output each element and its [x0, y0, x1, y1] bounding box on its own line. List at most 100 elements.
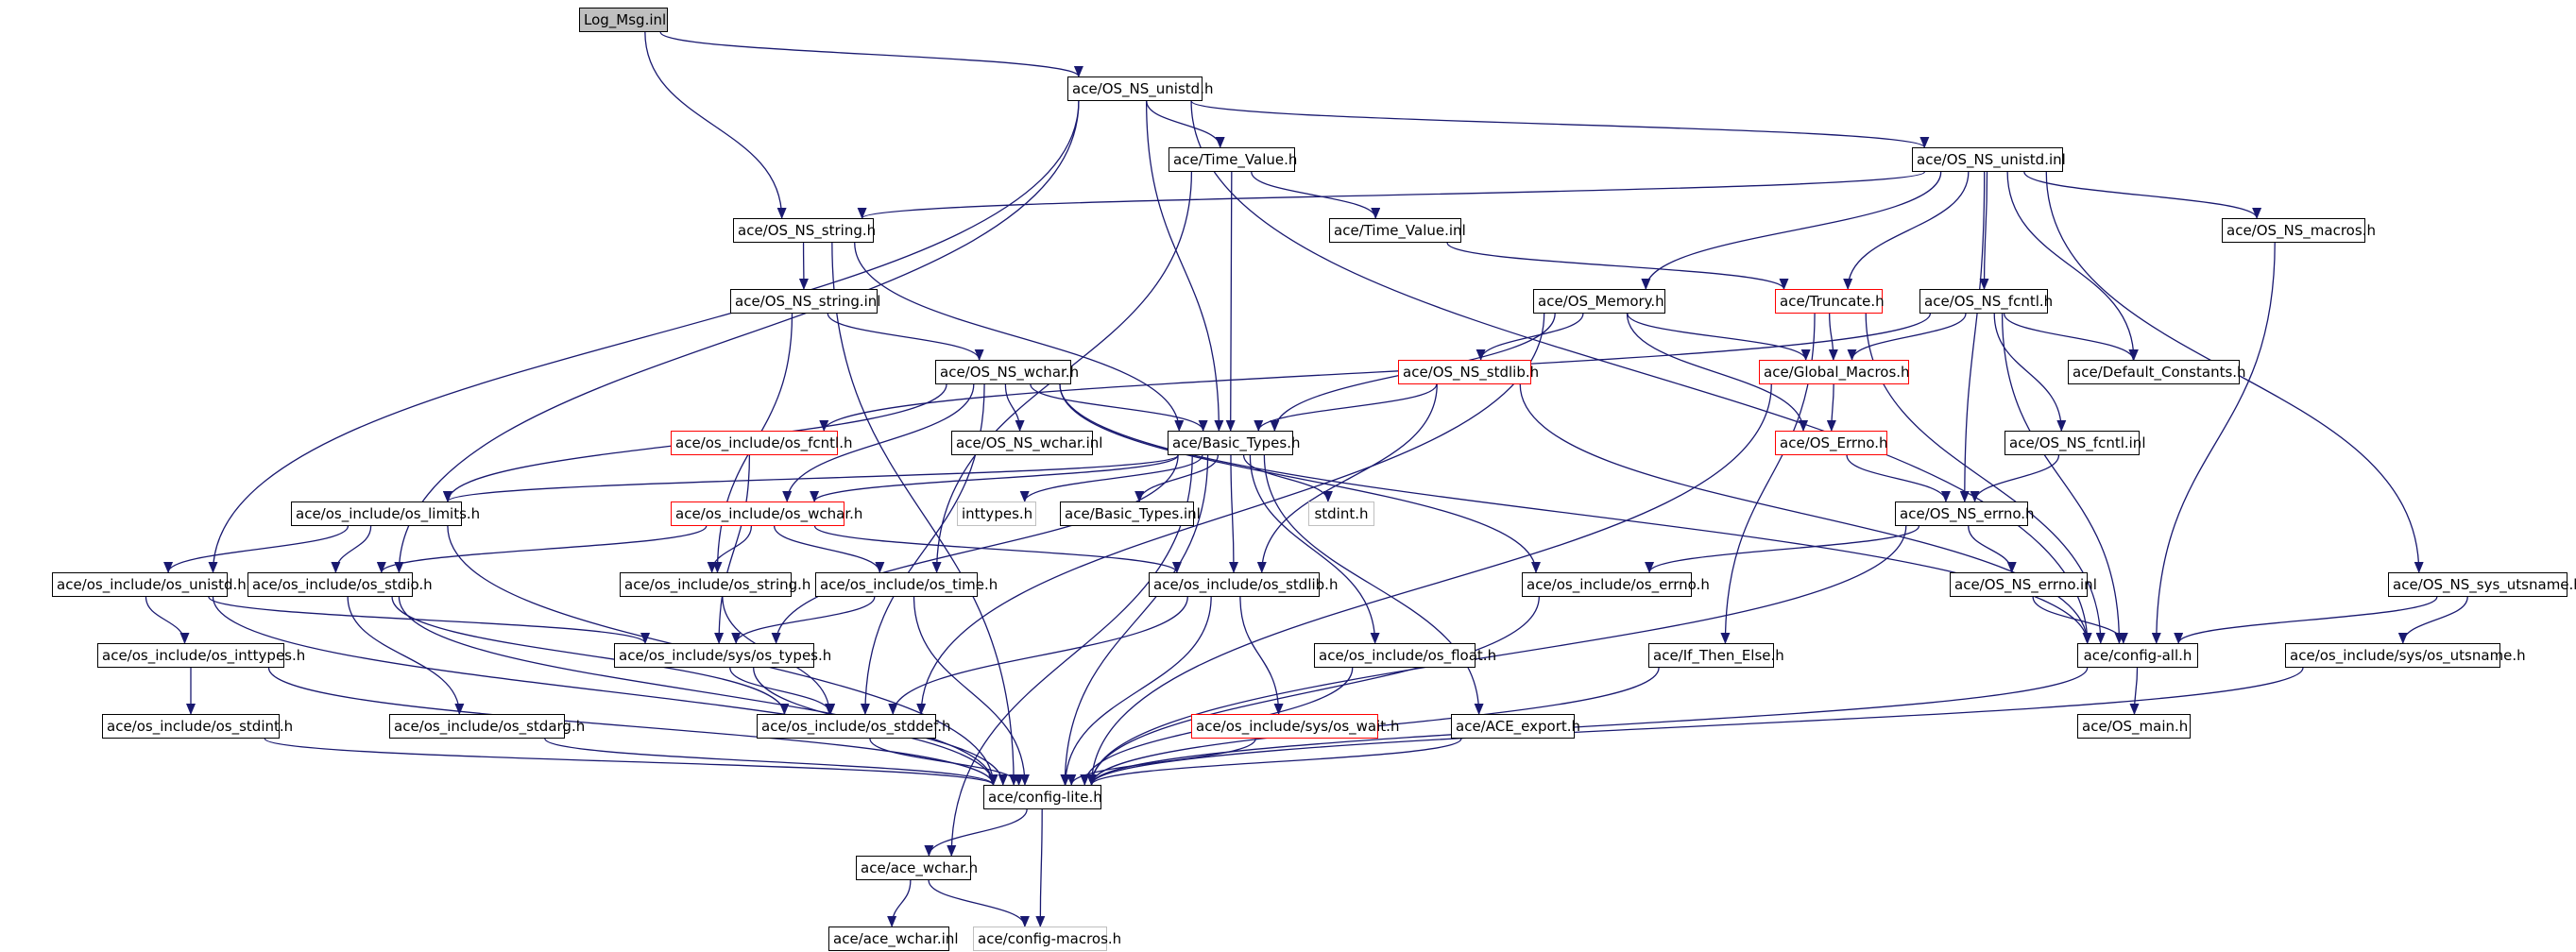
edge-ace_wchar_h-to-config_macros_h [928, 879, 1030, 927]
node-os-include-os-stdlib-h[interactable]: ace/os_include/os_stdlib.h [1149, 572, 1338, 597]
node-truncate-h[interactable]: ace/Truncate.h [1775, 289, 1885, 314]
edge-os_include_os_stdio_h-to-os_include_os_stddef_h [391, 596, 790, 715]
edge-os_ns_wchar_h-to-basic_types_h [1030, 383, 1208, 432]
edge-os_ns_errno_h-to-os_include_os_errno_h [1645, 525, 1920, 573]
node-os-ns-unistd-h[interactable]: ace/OS_NS_unistd.h [1067, 76, 1213, 101]
node-os-include-os-stdarg-h[interactable]: ace/os_include/os_stdarg.h [389, 714, 585, 739]
node-os-ns-fcntl-inl[interactable]: ace/OS_NS_fcntl.inl [2005, 431, 2146, 455]
edge-os_errno_h-to-os_ns_errno_h [1846, 454, 1951, 502]
node-global-macros-h[interactable]: ace/Global_Macros.h [1759, 360, 1910, 384]
node-default-constants-h[interactable]: ace/Default_Constants.h [2068, 360, 2246, 384]
node-basic-types-inl[interactable]: ace/Basic_Types.inl [1060, 502, 1201, 526]
node-os-ns-unistd-inl[interactable]: ace/OS_NS_unistd.inl [1912, 147, 2066, 172]
edge-os_ns_fcntl_h-to-default_constants_h [2003, 313, 2139, 361]
node-os-ns-macros-h[interactable]: ace/OS_NS_macros.h [2222, 218, 2376, 243]
node-stdint-h[interactable]: stdint.h [1308, 502, 1374, 526]
node-os-ns-errno-h[interactable]: ace/OS_NS_errno.h [1895, 502, 2035, 526]
node-os-ns-string-inl[interactable]: ace/OS_NS_string.inl [730, 289, 880, 314]
node-ace-wchar-inl[interactable]: ace/ace_wchar.inl [828, 926, 959, 951]
node-os-include-sys-os-types-h[interactable]: ace/os_include/sys/os_types.h [614, 643, 831, 668]
edge-log_msg_inl-to-os_ns_unistd_h [659, 31, 1083, 77]
edge-os_ns_stdlib_h-to-os_include_os_stdlib_h [1256, 383, 1438, 573]
edge-os_memory_h-to-os_ns_stdlib_h [1476, 313, 1584, 361]
node-os-include-os-stdint-h[interactable]: ace/os_include/os_stdint.h [102, 714, 293, 739]
node-log-msg-inl[interactable]: Log_Msg.inl [579, 8, 668, 32]
edge-os_include_os_stdlib_h-to-config_lite_h [1060, 596, 1212, 786]
edge-basic_types_h-to-os_include_sys_os_types_h [771, 454, 1179, 644]
node-os-main-h[interactable]: ace/OS_main.h [2077, 714, 2191, 739]
node-os-include-os-unistd-h[interactable]: ace/os_include/os_unistd.h [52, 572, 247, 597]
edge-os_include_os_wchar_h-to-os_include_os_stdlib_h [813, 525, 1182, 573]
node-os-ns-wchar-inl[interactable]: ace/OS_NS_wchar.inl [951, 431, 1102, 455]
node-os-ns-sys-utsname-h[interactable]: ace/OS_NS_sys_utsname.h [2388, 572, 2576, 597]
node-os-ns-fcntl-h[interactable]: ace/OS_NS_fcntl.h [1919, 289, 2053, 314]
node-os-ns-stdlib-h[interactable]: ace/OS_NS_stdlib.h [1398, 360, 1539, 384]
edge-os_memory_h-to-os_errno_h [1626, 313, 1809, 432]
edge-os_ns_fcntl_h-to-global_macros_h [1847, 313, 1967, 361]
edge-global_macros_h-to-os_errno_h [1826, 383, 1836, 432]
node-os-ns-string-h[interactable]: ace/OS_NS_string.h [733, 218, 876, 243]
edge-os_ns_errno_h-to-config_lite_h [1086, 525, 1907, 786]
node-if-then-else-h[interactable]: ace/If_Then_Else.h [1648, 643, 1784, 668]
node-os-include-os-inttypes-h[interactable]: ace/os_include/os_inttypes.h [97, 643, 305, 668]
node-ace-wchar-h[interactable]: ace/ace_wchar.h [856, 856, 978, 880]
edge-truncate_h-to-global_macros_h [1828, 313, 1838, 361]
edge-os_ns_unistd_h-to-config_all_h [1190, 100, 2092, 644]
edge-os_ns_unistd_h-to-time_value_h [1146, 100, 1225, 148]
node-time-value-h[interactable]: ace/Time_Value.h [1169, 147, 1297, 172]
edge-os_ns_string_h-to-basic_types_h [854, 242, 1185, 432]
node-config-lite-h[interactable]: ace/config-lite.h [983, 785, 1102, 809]
edge-os_include_os_limits_h-to-os_include_os_unistd_h [163, 525, 350, 573]
node-os-include-os-float-h[interactable]: ace/os_include/os_float.h [1314, 643, 1496, 668]
edge-os_include_os_wchar_h-to-os_include_os_time_h [773, 525, 885, 573]
edge-os_ns_sys_utsname_h-to-os_include_sys_os_utsname_h [2397, 596, 2468, 644]
node-config-macros-h[interactable]: ace/config-macros.h [973, 926, 1121, 951]
edge-os_ns_wchar_h-to-os_include_os_errno_h [1059, 383, 1541, 573]
edge-basic_types_h-to-os_include_os_stdlib_h [1229, 454, 1239, 573]
edge-os_include_os_stdlib_h-to-os_include_os_stddef_h [888, 596, 1188, 715]
edge-os_ns_wchar_h-to-os_ns_wchar_inl [1004, 383, 1025, 432]
edge-time_value_h-to-time_value_inl [1251, 171, 1381, 219]
node-config-all-h[interactable]: ace/config-all.h [2077, 643, 2198, 668]
node-os-ns-errno-inl[interactable]: ace/OS_NS_errno.inl [1950, 572, 2097, 597]
edge-os_ns_fcntl_h-to-os_include_os_fcntl_h [819, 313, 1931, 432]
edge-os_ns_wchar_h-to-os_include_os_wchar_h [782, 383, 975, 502]
edge-os_memory_h-to-global_macros_h [1627, 313, 1811, 361]
node-os-include-os-time-h[interactable]: ace/os_include/os_time.h [815, 572, 998, 597]
edge-ace_wchar_h-to-ace_wchar_inl [887, 879, 912, 927]
node-os-include-os-fcntl-h[interactable]: ace/os_include/os_fcntl.h [671, 431, 852, 455]
node-os-ns-wchar-h[interactable]: ace/OS_NS_wchar.h [935, 360, 1079, 384]
node-os-include-sys-os-utsname-h[interactable]: ace/os_include/sys/os_utsname.h [2285, 643, 2526, 668]
node-os-errno-h[interactable]: ace/OS_Errno.h [1775, 431, 1888, 455]
edge-os_ns_errno_h-to-os_ns_errno_inl [1968, 525, 2017, 573]
edge-os_include_os_errno_h-to-config_lite_h [1086, 596, 1540, 786]
edge-os_ns_macros_h-to-config_all_h [2151, 242, 2276, 644]
node-os-include-os-limits-h[interactable]: ace/os_include/os_limits.h [291, 502, 480, 526]
node-os-include-os-errno-h[interactable]: ace/os_include/os_errno.h [1522, 572, 1710, 597]
node-ace-export-h[interactable]: ace/ACE_export.h [1451, 714, 1580, 739]
edge-ace_export_h-to-config_lite_h [1086, 738, 1462, 786]
edge-os_include_os_time_h-to-config_lite_h [913, 596, 1030, 786]
node-os-include-sys-os-wait-h[interactable]: ace/os_include/sys/os_wait.h [1191, 714, 1399, 739]
node-basic-types-h[interactable]: ace/Basic_Types.h [1168, 431, 1300, 455]
node-os-memory-h[interactable]: ace/OS_Memory.h [1533, 289, 1665, 314]
edge-os_include_os_stdint_h-to-config_lite_h [264, 738, 998, 786]
node-os-include-os-string-h[interactable]: ace/os_include/os_string.h [620, 572, 810, 597]
edge-os_ns_fcntl_inl-to-os_ns_errno_h [1970, 454, 2060, 502]
node-os-include-os-wchar-h[interactable]: ace/os_include/os_wchar.h [671, 502, 862, 526]
edge-os_include_os_unistd_h-to-config_lite_h [212, 596, 998, 786]
edge-os_ns_unistd_h-to-os_ns_unistd_inl [1190, 100, 1929, 148]
edge-os_ns_unistd_inl-to-os_ns_errno_h [1959, 171, 1986, 502]
edge-os_include_os_stdio_h-to-os_include_os_stdarg_h [347, 596, 465, 715]
node-os-include-os-stdio-h[interactable]: ace/os_include/os_stdio.h [247, 572, 433, 597]
edge-os_ns_sys_utsname_h-to-config_all_h [2174, 596, 2438, 644]
edge-os_ns_fcntl_h-to-os_ns_fcntl_inl [1993, 313, 2067, 432]
edge-time_value_h-to-basic_types_h [1225, 171, 1236, 432]
node-os-include-os-stddef-h[interactable]: ace/os_include/os_stddef.h [757, 714, 951, 739]
node-time-value-inl[interactable]: ace/Time_Value.inl [1329, 218, 1466, 243]
edge-basic_types_h-to-ace_wchar_h [947, 454, 1193, 857]
edge-config_lite_h-to-ace_wchar_h [924, 808, 1028, 857]
node-inttypes-h[interactable]: inttypes.h [957, 502, 1036, 526]
